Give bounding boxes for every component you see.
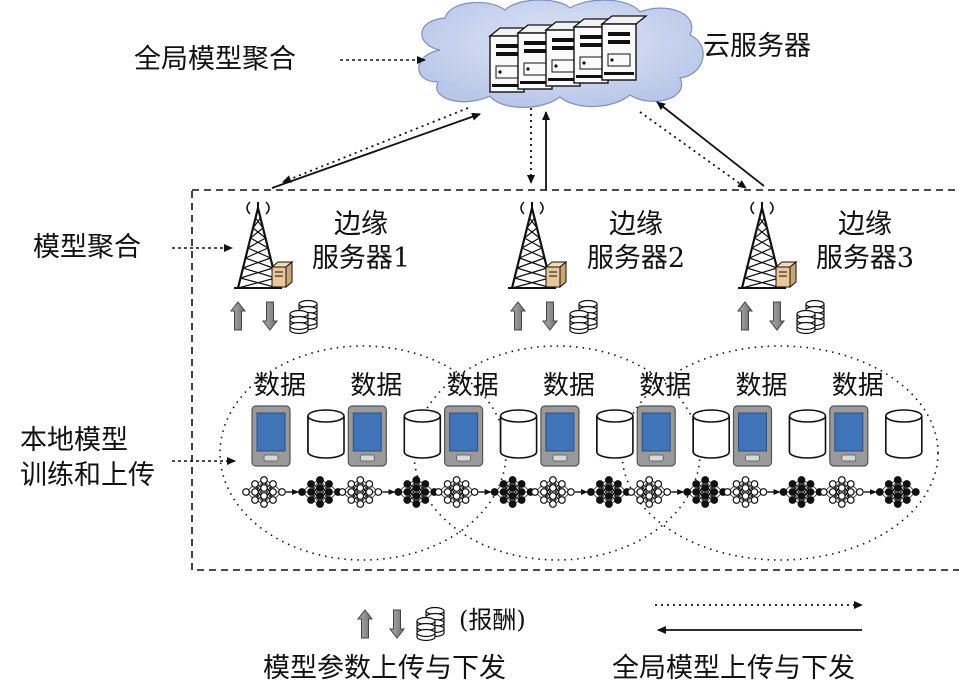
database-icon bbox=[307, 409, 345, 459]
device-6 bbox=[732, 405, 827, 467]
legend-icons bbox=[356, 606, 445, 642]
device-data-label-2: 数据 bbox=[350, 371, 403, 401]
edge-1-upload-download-reward-icons bbox=[229, 299, 318, 335]
device-3 bbox=[444, 405, 538, 467]
local-model-pair-4 bbox=[531, 476, 631, 508]
local-model-pair-5 bbox=[627, 476, 728, 508]
neural-network-icon bbox=[531, 476, 575, 508]
global-aggregation-label: 全局模型聚合 bbox=[134, 44, 296, 75]
device-1 bbox=[251, 405, 345, 467]
database-icon bbox=[596, 409, 634, 459]
legend-local-caption: 模型参数上传与下发 bbox=[263, 653, 506, 684]
legend-reward-label: (报酬) bbox=[459, 606, 526, 634]
neural-network-icon bbox=[627, 476, 672, 508]
edge-coverage-ellipse-3 bbox=[621, 345, 939, 561]
edge-tower-icon-2 bbox=[508, 201, 568, 289]
smartphone-icon bbox=[444, 405, 484, 467]
device-data-label-7: 数据 bbox=[831, 371, 884, 401]
edge-server-1-line2: 服务器1 bbox=[311, 243, 411, 274]
database-icon bbox=[788, 409, 827, 459]
smartphone-icon bbox=[732, 405, 773, 467]
local-model-pair-3 bbox=[434, 476, 535, 508]
edge-2-upload-download-reward-icons bbox=[509, 299, 598, 335]
model-aggregation-label: 模型聚合 bbox=[33, 232, 141, 263]
database-icon bbox=[403, 409, 442, 459]
edge-tower-icon-3 bbox=[738, 201, 798, 289]
edge-server-3-line1: 边缘 bbox=[838, 209, 892, 240]
neural-network-icon bbox=[242, 476, 286, 508]
neural-network-icon bbox=[338, 476, 383, 508]
neural-network-icon bbox=[434, 476, 479, 508]
neural-network-icon bbox=[298, 476, 342, 508]
database-icon bbox=[499, 409, 538, 459]
edge-server-3-line2: 服务器3 bbox=[815, 243, 915, 274]
device-data-label-5: 数据 bbox=[639, 371, 692, 401]
neural-network-icon bbox=[490, 476, 535, 508]
legend-global-caption: 全局模型上传与下发 bbox=[612, 653, 855, 684]
device-5 bbox=[636, 405, 731, 467]
smartphone-icon bbox=[636, 405, 676, 467]
cloud-server-label: 云服务器 bbox=[703, 31, 811, 62]
edge-server-2-line1: 边缘 bbox=[609, 209, 663, 240]
database-icon bbox=[884, 409, 923, 459]
database-icon bbox=[692, 409, 731, 459]
neural-network-icon bbox=[875, 476, 920, 508]
device-data-label-6: 数据 bbox=[735, 371, 788, 401]
local-model-pair-1 bbox=[242, 476, 342, 508]
smartphone-icon bbox=[347, 405, 387, 467]
device-data-label-1: 数据 bbox=[254, 371, 307, 401]
smartphone-icon bbox=[540, 405, 580, 467]
cloud-server-rack-icon bbox=[488, 15, 648, 93]
edge-server-1-line1: 边缘 bbox=[334, 209, 388, 240]
device-data-label-4: 数据 bbox=[542, 371, 595, 401]
smartphone-icon bbox=[829, 405, 869, 467]
device-7 bbox=[829, 405, 923, 467]
smartphone-icon bbox=[251, 405, 291, 467]
edge-region-boundary bbox=[191, 189, 959, 571]
device-4 bbox=[540, 405, 634, 467]
neural-network-icon bbox=[683, 476, 728, 508]
device-2 bbox=[347, 405, 442, 467]
edge-tower-icon-1 bbox=[234, 201, 294, 289]
neural-network-icon bbox=[723, 476, 768, 508]
neural-network-icon bbox=[394, 476, 439, 508]
cloud-edge-links bbox=[271, 101, 765, 190]
local-training-label-line1: 本地模型 bbox=[20, 425, 128, 456]
local-model-pair-6 bbox=[723, 476, 824, 508]
device-data-label-3: 数据 bbox=[446, 371, 499, 401]
neural-network-icon bbox=[819, 476, 864, 508]
local-model-pair-2 bbox=[338, 476, 439, 508]
local-model-pair-7 bbox=[819, 476, 920, 508]
neural-network-icon bbox=[587, 476, 631, 508]
edge-server-2-line2: 服务器2 bbox=[586, 243, 686, 274]
local-training-label-line2: 训练和上传 bbox=[20, 460, 155, 491]
edge-3-upload-download-reward-icons bbox=[736, 299, 825, 335]
neural-network-icon bbox=[779, 476, 824, 508]
